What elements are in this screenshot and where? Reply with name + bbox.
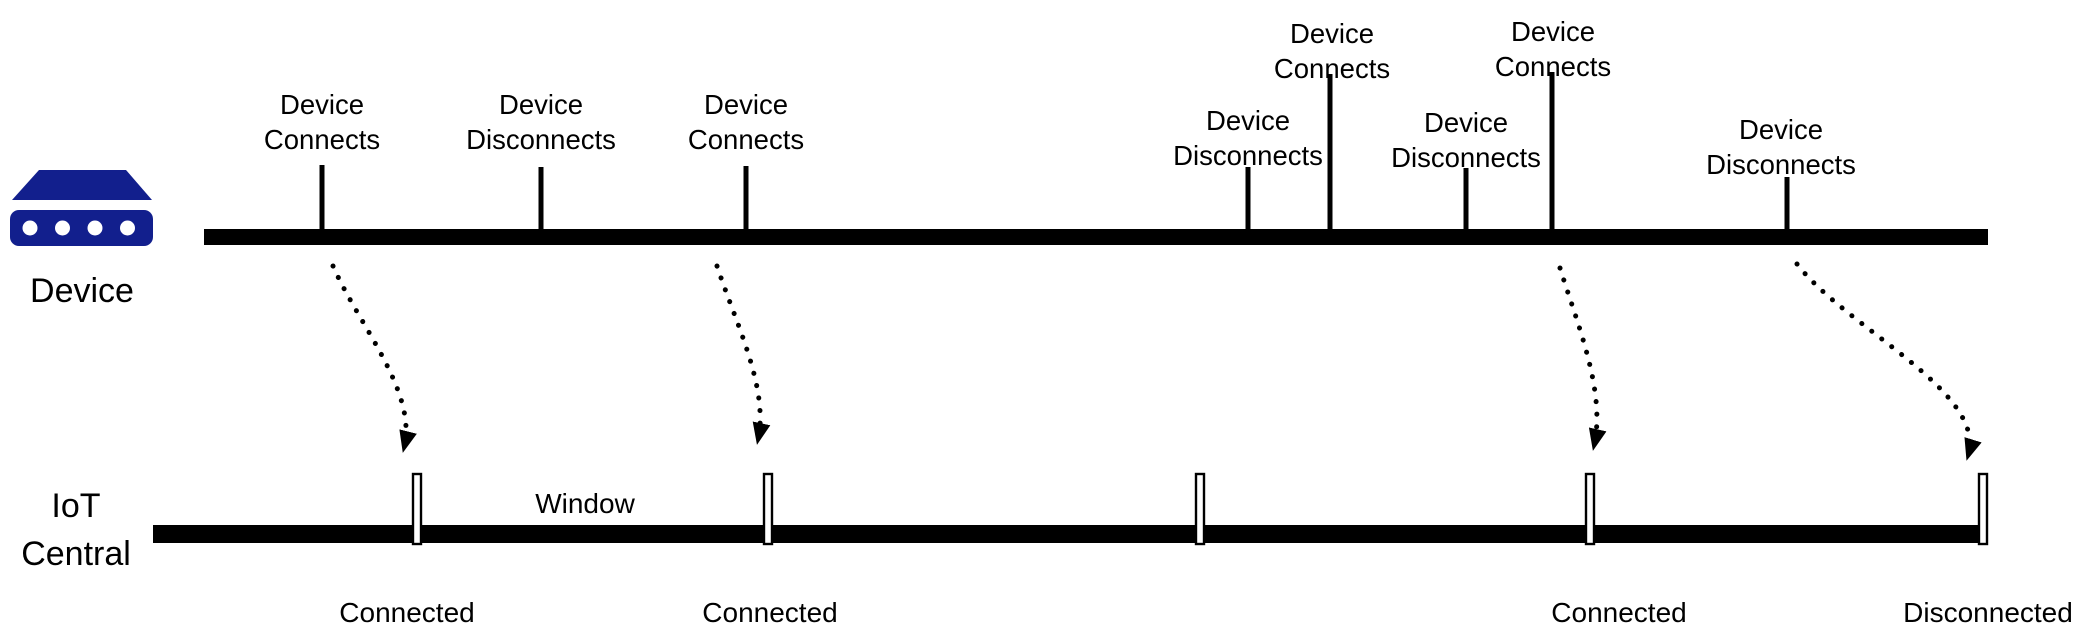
window-boundary-marker-3 [1194,472,1206,546]
iot-central-lane-label: IoT Central [21,487,131,573]
event-label-connect-1: Device Connects [263,89,381,155]
window-boundary-marker-5 [1977,472,1989,546]
window-boundary-marker-1 [411,472,423,546]
event-label-connect-5: Device Connects [1273,18,1391,84]
event-label-connect-7: Device Connects [1494,16,1612,82]
device-timeline-bar [204,229,1988,245]
window-boundary-marker-4 [1584,472,1596,546]
event-label-disconnect-8: Device Disconnects [1706,114,1856,180]
event-label-disconnect-4: Device Disconnects [1173,105,1323,171]
event-label-disconnect-2: Device Disconnects [466,89,616,155]
router-icon-top [12,170,152,200]
iot-central-timeline-bar [153,525,1983,543]
router-icon-body [10,210,153,246]
window-boundary-marker-2 [762,472,774,546]
event-label-connect-3: Device Connects [687,89,805,155]
window-label: Window [535,488,635,519]
router-device-icon [10,170,153,246]
router-icon-led [55,220,70,236]
status-label-connected-2: Connected [702,597,838,628]
status-label-disconnected-4: Disconnected [1903,597,2073,628]
connect-report-arrow-1 [330,263,417,453]
status-label-connected-3: Connected [1551,597,1687,628]
device-lane-label: Device [30,272,134,310]
router-icon-led [87,220,103,236]
router-icon-led [120,220,135,236]
connect-report-arrow-2 [714,263,771,445]
router-icon-led [22,220,38,236]
connect-report-arrow-3 [1557,265,1607,451]
disconnect-report-arrow-4 [1794,261,1982,461]
event-label-disconnect-6: Device Disconnects [1391,107,1541,173]
status-label-connected-1: Connected [339,597,475,628]
